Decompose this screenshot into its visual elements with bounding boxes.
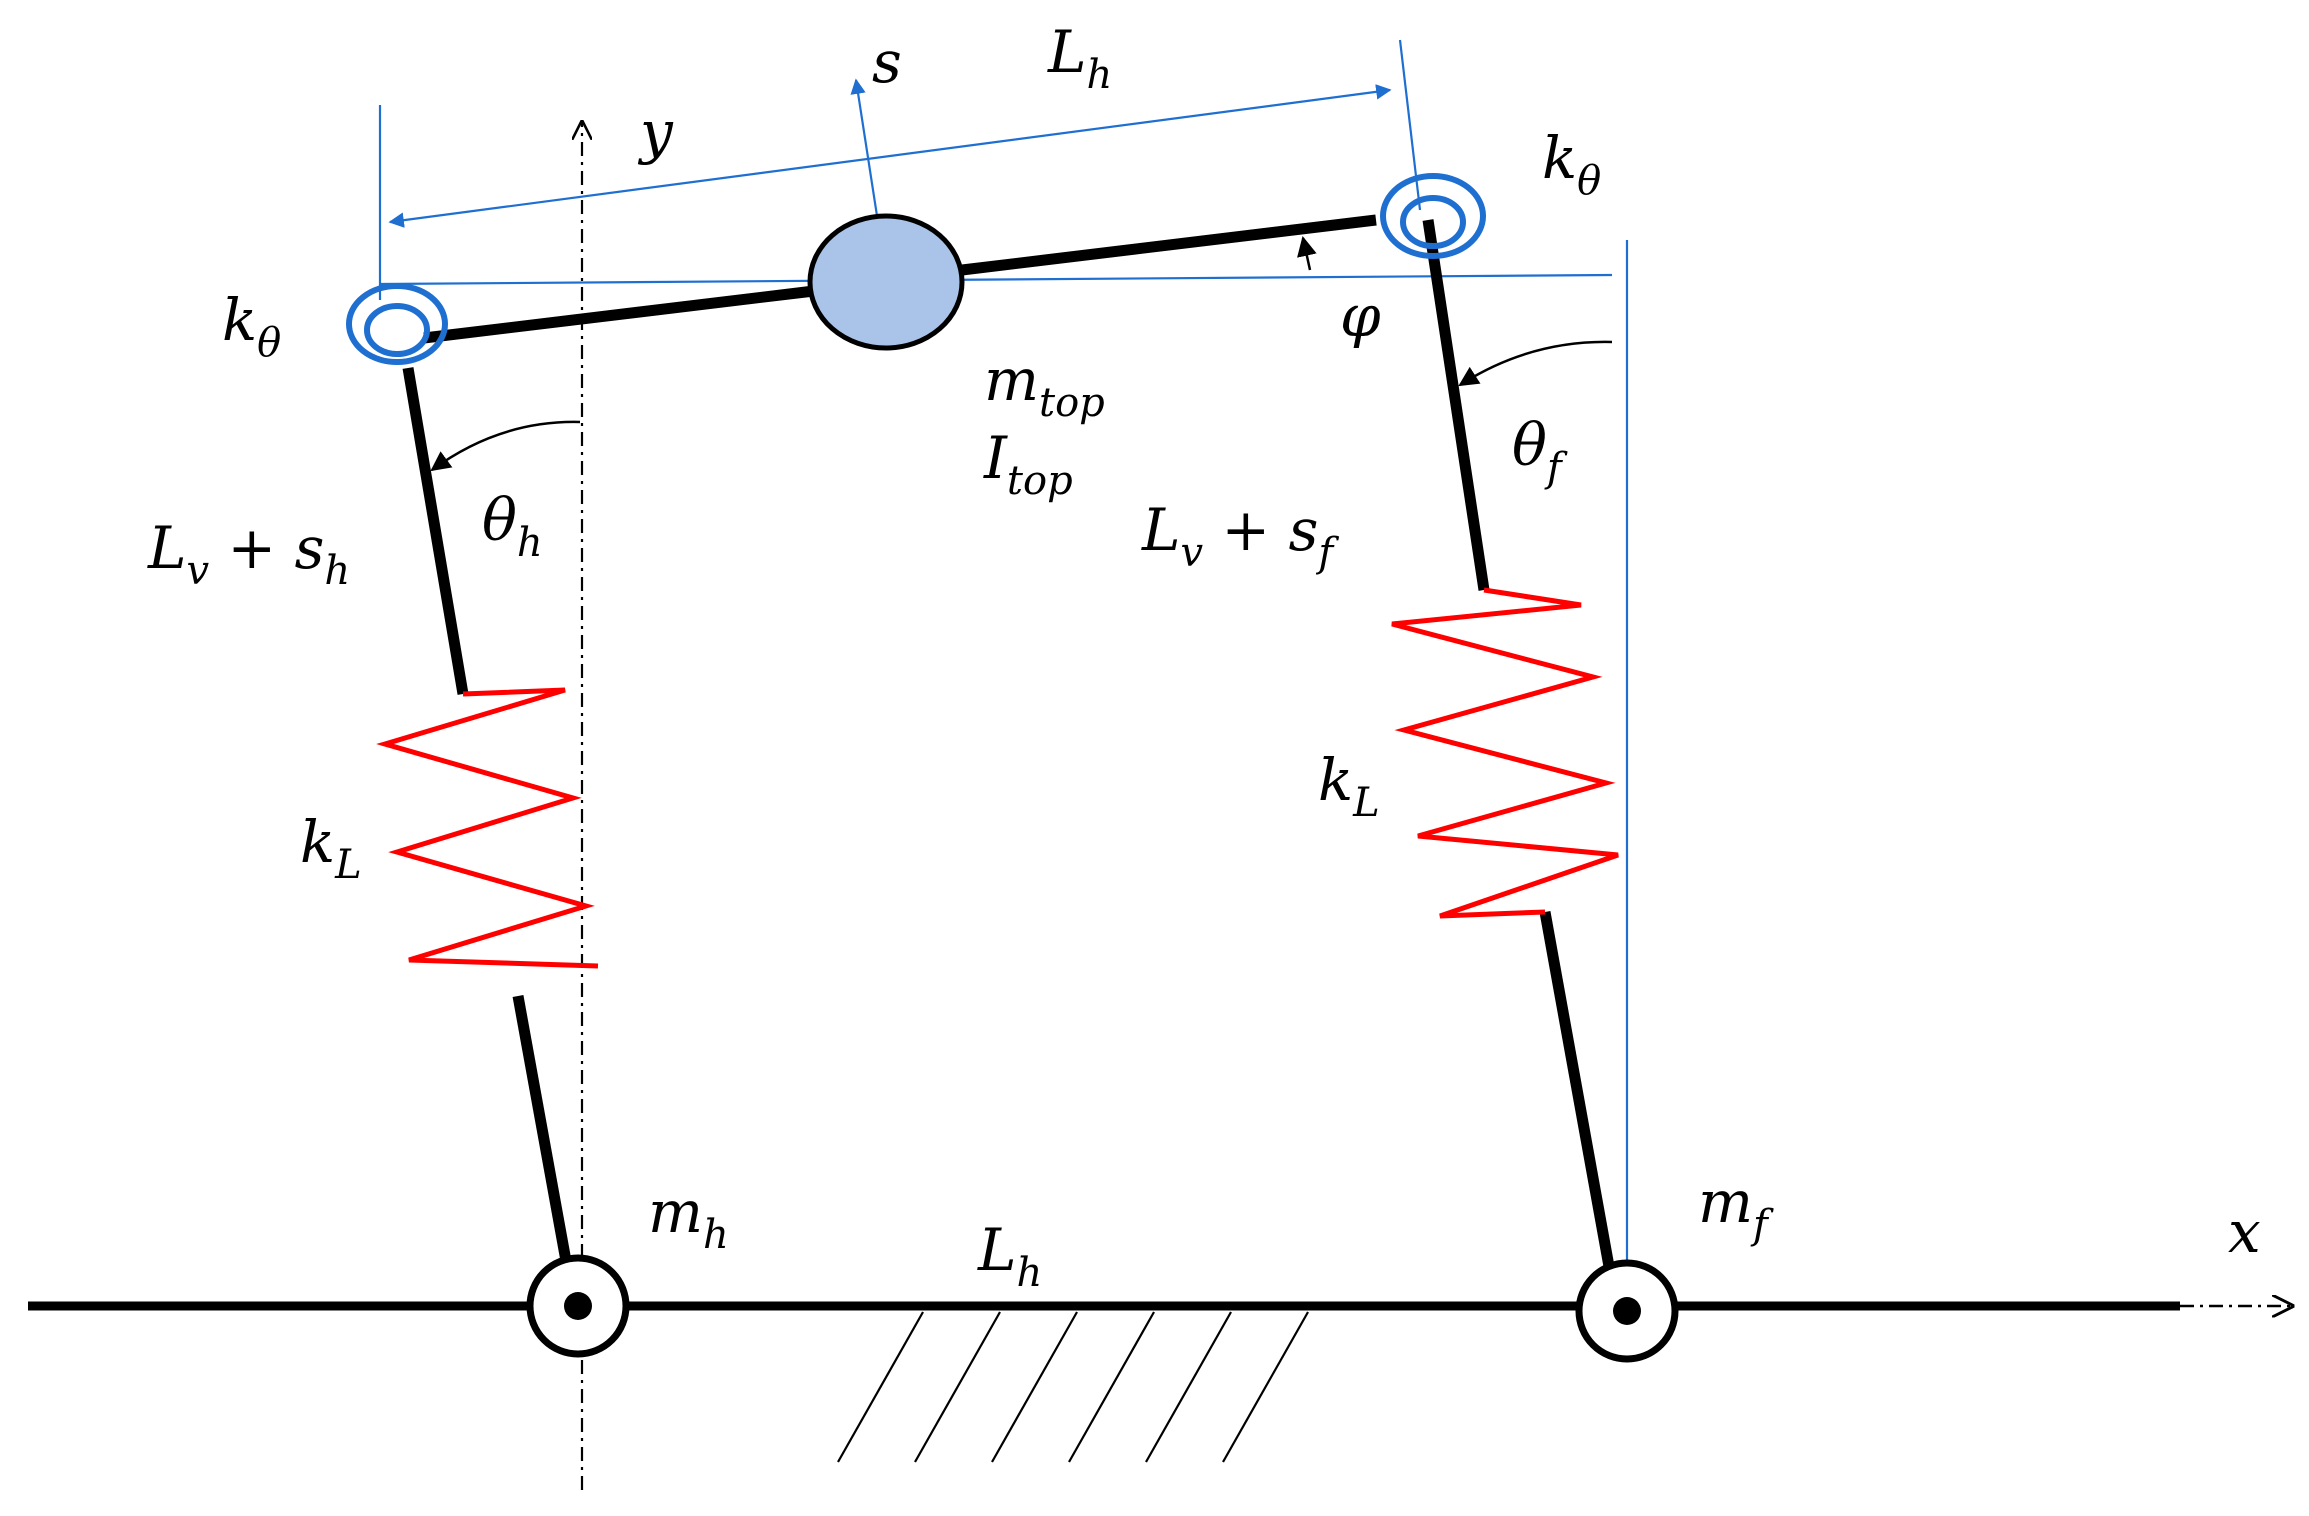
right-extension-line [1398,39,1422,211]
s-label: s [872,28,902,96]
theta-h-label: θh [482,486,543,566]
x-label: x [2228,1198,2261,1266]
top-mass [807,213,965,351]
phi-label: φ [1340,282,1381,350]
left-leg-lower [512,995,574,1273]
y-label: y [637,98,674,166]
guide-lines [378,39,1629,1285]
k-l-right-label: kL [1318,746,1380,826]
hatched-ground-icon [837,1311,1309,1463]
phi-arrow [1297,236,1317,271]
k-theta-left-label: kθ [222,286,281,366]
i-top-label: Itop [983,424,1073,504]
leg-length-f-label: Lv + sf [1141,496,1339,576]
theta-f-label: θf [1512,411,1568,491]
left-leg-upper [402,367,469,695]
left-linear-spring [376,687,599,969]
rods [402,214,1616,1273]
theta-f-arc [1458,340,1613,387]
leg-length-h-label: Lv + sh [147,514,350,594]
lh-bottom-label: Lh [977,1216,1042,1296]
top-bar-left [423,285,815,344]
right-foot-joint [1575,1259,1679,1363]
lh-top-label: Lh [1047,18,1112,98]
top-bar-right [961,214,1377,276]
lh-dimension-arrow [388,84,1392,228]
m-f-label: mf [1698,1168,1774,1248]
m-h-label: mh [648,1178,729,1258]
right-leg-upper [1422,219,1490,591]
ground [28,1306,2292,1463]
theta-h-arc [430,420,581,472]
k-theta-right-label: kθ [1542,124,1601,204]
left-torsion-spring [346,283,448,365]
left-foot-joint [526,1254,630,1358]
m-top-label: mtop [984,346,1105,426]
k-l-left-label: kL [300,808,362,888]
right-torsion-spring [1380,173,1486,259]
right-linear-spring [1391,587,1619,919]
horizontal-reference-line [379,273,1613,286]
right-leg-lower [1539,911,1616,1273]
